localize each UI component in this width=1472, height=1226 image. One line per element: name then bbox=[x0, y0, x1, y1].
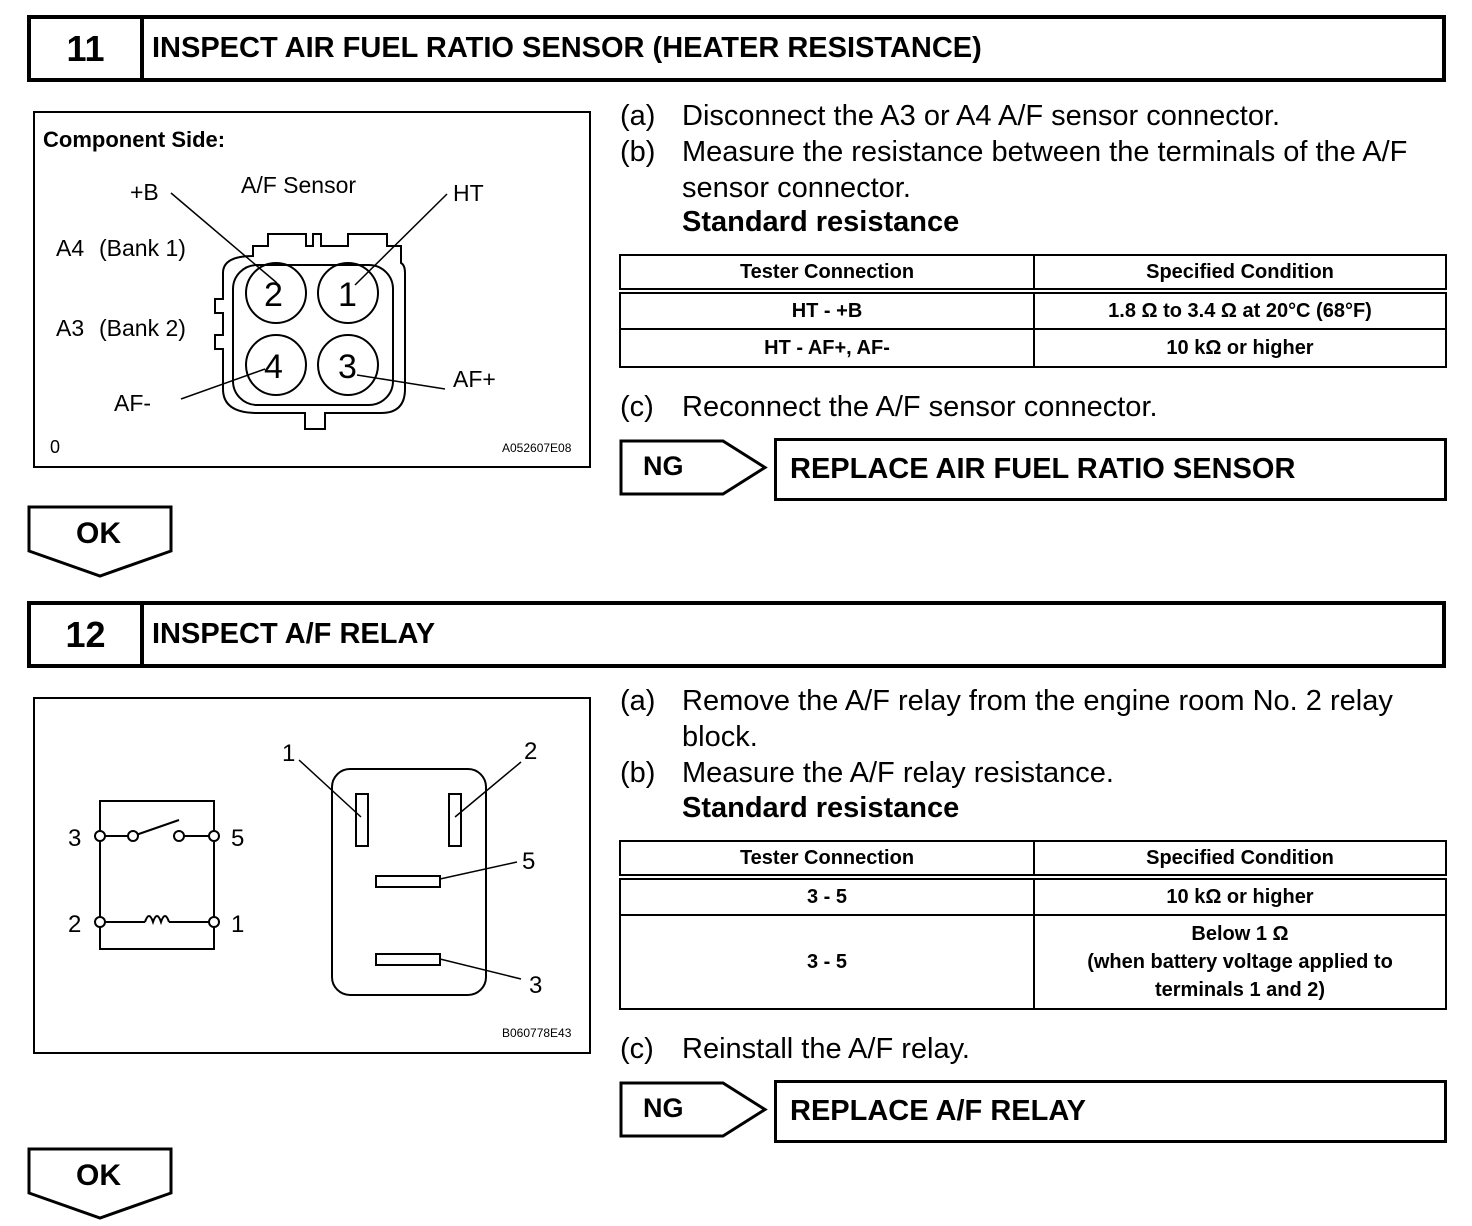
schematic-terminal-5: 5 bbox=[231, 825, 244, 852]
sensor-label: A/F Sensor bbox=[241, 172, 356, 198]
instruction-b: (b) Measure the resistance between the t… bbox=[620, 134, 1450, 206]
table-cell: 3 - 5 bbox=[619, 914, 1035, 1010]
figure-code: A052607E08 bbox=[502, 441, 572, 455]
schematic-terminal-2: 2 bbox=[68, 911, 81, 938]
relay-terminal-3: 3 bbox=[529, 972, 542, 999]
figure-heading: Component Side: bbox=[43, 127, 225, 152]
relay-terminal-5: 5 bbox=[522, 848, 535, 875]
ng-label: NG bbox=[643, 1093, 684, 1123]
cell-line: (when battery voltage applied to bbox=[1087, 951, 1393, 973]
instruction-letter: (c) bbox=[620, 1033, 654, 1065]
step-title: INSPECT A/F RELAY bbox=[152, 618, 436, 650]
table-row: 3 - 5 Below 1 Ω (when battery voltage ap… bbox=[619, 914, 1447, 1010]
a3-label: A3 bbox=[56, 315, 84, 341]
instruction-a: (a) Disconnect the A3 or A4 A/F sensor c… bbox=[620, 98, 1450, 134]
ok-arrow-icon bbox=[27, 1147, 173, 1220]
instruction-text: Measure the A/F relay resistance. bbox=[682, 757, 1114, 789]
pin-3: 3 bbox=[338, 348, 357, 386]
step-number: 11 bbox=[31, 19, 144, 78]
instruction-text: Remove the A/F relay from the engine roo… bbox=[682, 685, 1393, 753]
relay-terminal-1: 1 bbox=[282, 740, 295, 767]
pin-1: 1 bbox=[338, 276, 357, 314]
instruction-letter: (b) bbox=[620, 757, 656, 789]
step-title: INSPECT AIR FUEL RATIO SENSOR (HEATER RE… bbox=[152, 32, 982, 64]
table-cell: 10 kΩ or higher bbox=[1033, 876, 1447, 916]
connector-pins bbox=[245, 262, 379, 396]
a4-label: A4 bbox=[56, 235, 84, 261]
spec-table: Tester Connection Specified Condition 3 … bbox=[619, 840, 1447, 1010]
connector-housing bbox=[214, 233, 406, 430]
table-row: HT - AF+, AF- 10 kΩ or higher bbox=[619, 328, 1447, 368]
instruction-text: Reinstall the A/F relay. bbox=[682, 1033, 970, 1065]
cell-line: Below 1 Ω bbox=[1191, 923, 1289, 945]
leader-lines bbox=[170, 192, 448, 400]
ht-label: HT bbox=[453, 180, 484, 206]
instruction-letter: (c) bbox=[620, 391, 654, 423]
ng-arrow-icon bbox=[619, 1081, 768, 1138]
bank1-label: (Bank 1) bbox=[99, 235, 186, 261]
terminal-leader-lines bbox=[298, 759, 522, 980]
af-plus-label: AF+ bbox=[453, 366, 496, 392]
step-number: 12 bbox=[31, 605, 144, 664]
instruction-c: (c) Reinstall the A/F relay. bbox=[620, 1031, 1450, 1067]
replace-af-sensor-result: REPLACE AIR FUEL RATIO SENSOR bbox=[774, 438, 1447, 501]
bank2-label: (Bank 2) bbox=[99, 315, 186, 341]
instruction-c: (c) Reconnect the A/F sensor connector. bbox=[620, 389, 1450, 425]
table-cell: 1.8 Ω to 3.4 Ω at 20°C (68°F) bbox=[1033, 290, 1447, 330]
table-header: Tester Connection bbox=[619, 254, 1035, 294]
ok-arrow-icon bbox=[27, 505, 173, 578]
table-cell: HT - AF+, AF- bbox=[619, 328, 1035, 368]
instruction-text: Measure the resistance between the termi… bbox=[682, 136, 1408, 204]
spec-table: Tester Connection Specified Condition HT… bbox=[619, 254, 1447, 368]
ok-label: OK bbox=[76, 517, 121, 550]
standard-resistance-heading: Standard resistance bbox=[682, 792, 960, 824]
pin-2: 2 bbox=[264, 276, 283, 314]
plus-b-label: +B bbox=[130, 179, 159, 205]
replace-af-relay-result: REPLACE A/F RELAY bbox=[774, 1080, 1447, 1143]
instruction-letter: (a) bbox=[620, 685, 656, 717]
instruction-b: (b) Measure the A/F relay resistance. bbox=[620, 755, 1450, 791]
cell-line: terminals 1 and 2) bbox=[1154, 979, 1326, 1001]
table-cell: HT - +B bbox=[619, 290, 1035, 330]
table-header: Tester Connection bbox=[619, 840, 1035, 880]
schematic-terminal-1: 1 bbox=[231, 911, 244, 938]
table-header: Specified Condition bbox=[1033, 254, 1447, 294]
table-header: Specified Condition bbox=[1033, 840, 1447, 880]
standard-resistance-heading: Standard resistance bbox=[682, 206, 960, 238]
relay-schematic bbox=[94, 800, 220, 950]
ok-label: OK bbox=[76, 1159, 121, 1192]
instruction-text: Disconnect the A3 or A4 A/F sensor conne… bbox=[682, 100, 1281, 132]
table-cell: 3 - 5 bbox=[619, 876, 1035, 916]
figure-code: B060778E43 bbox=[502, 1026, 572, 1040]
schematic-terminal-3: 3 bbox=[68, 825, 81, 852]
instruction-a: (a) Remove the A/F relay from the engine… bbox=[620, 683, 1450, 755]
table-row: 3 - 5 10 kΩ or higher bbox=[619, 876, 1447, 916]
af-sensor-connector-figure: Component Side: A/F Sensor +B HT A4 (Ban… bbox=[33, 111, 591, 468]
instruction-letter: (a) bbox=[620, 100, 656, 132]
relay-body bbox=[331, 768, 487, 996]
step-12-header: 12 INSPECT A/F RELAY bbox=[27, 601, 1446, 668]
af-minus-label: AF- bbox=[114, 390, 151, 416]
instruction-letter: (b) bbox=[620, 136, 656, 168]
corner-mark: 0 bbox=[50, 437, 60, 457]
ng-label: NG bbox=[643, 451, 684, 481]
table-row: HT - +B 1.8 Ω to 3.4 Ω at 20°C (68°F) bbox=[619, 290, 1447, 330]
instruction-text: Reconnect the A/F sensor connector. bbox=[682, 391, 1158, 423]
ng-arrow-icon bbox=[619, 439, 768, 496]
step-11-header: 11 INSPECT AIR FUEL RATIO SENSOR (HEATER… bbox=[27, 15, 1446, 82]
pin-4: 4 bbox=[264, 348, 283, 386]
af-relay-figure: 3 5 2 1 1 2 5 3 B060778E43 bbox=[33, 697, 591, 1054]
table-cell: Below 1 Ω (when battery voltage applied … bbox=[1033, 914, 1447, 1010]
relay-terminal-2: 2 bbox=[524, 738, 537, 765]
coil-icon bbox=[144, 915, 170, 926]
table-cell: 10 kΩ or higher bbox=[1033, 328, 1447, 368]
